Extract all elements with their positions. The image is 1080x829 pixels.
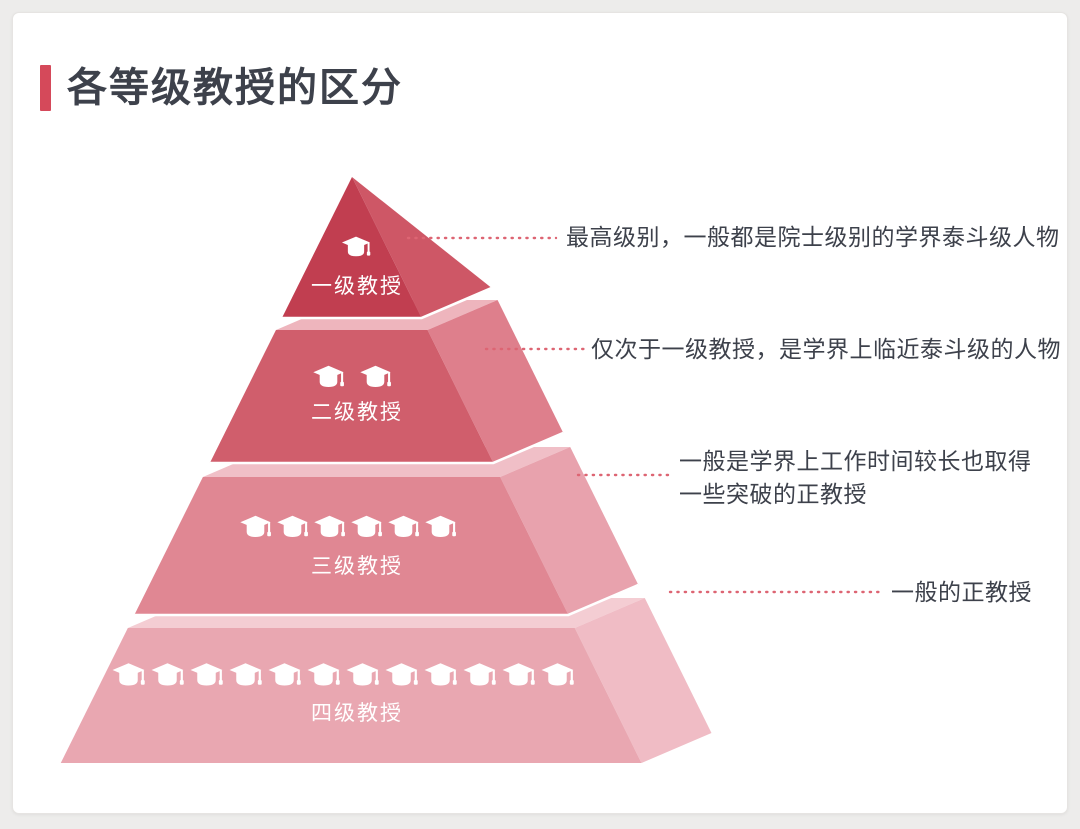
- tier-separator-line: [134, 583, 639, 617]
- tier-4-side-face: [574, 598, 712, 763]
- tier-4-description: 一般的正教授: [891, 579, 1032, 605]
- tier-4-front-face: [60, 628, 642, 763]
- connector-dotted-lines: [406, 236, 886, 594]
- tier-2-label: 二级教授: [311, 401, 403, 424]
- pyramid-tier-labels: 一级教授 二级教授 三级教授 四级教授: [311, 275, 403, 725]
- tier-2-side-face: [427, 300, 564, 463]
- tier-2-description: 仅次于一级教授，是学界上临近泰斗级的人物: [591, 336, 1061, 362]
- pyramid-tiers: [60, 177, 712, 763]
- tier-3-front-face: [134, 477, 569, 615]
- page-title: 各等级教授的区分: [67, 66, 403, 110]
- tier-3-side-face: [500, 447, 639, 615]
- tier-3-label: 三级教授: [311, 555, 403, 578]
- tier-1-description: 最高级别，一般都是院士级别的学界泰斗级人物: [566, 224, 1060, 250]
- tier-separator-line: [209, 431, 564, 465]
- tier-2-front-face: [209, 330, 494, 463]
- tier-separator-line: [281, 286, 493, 320]
- tier-4-label: 四级教授: [311, 702, 403, 725]
- page-title-row: 各等级教授的区分: [40, 64, 403, 112]
- tier-1-side-face: [352, 177, 492, 318]
- tier-1-label: 一级教授: [311, 275, 403, 298]
- tier-3-description: 一般是学界上工作时间较长也取得一些突破的正教授: [679, 448, 1032, 507]
- title-accent-bar: [40, 65, 51, 111]
